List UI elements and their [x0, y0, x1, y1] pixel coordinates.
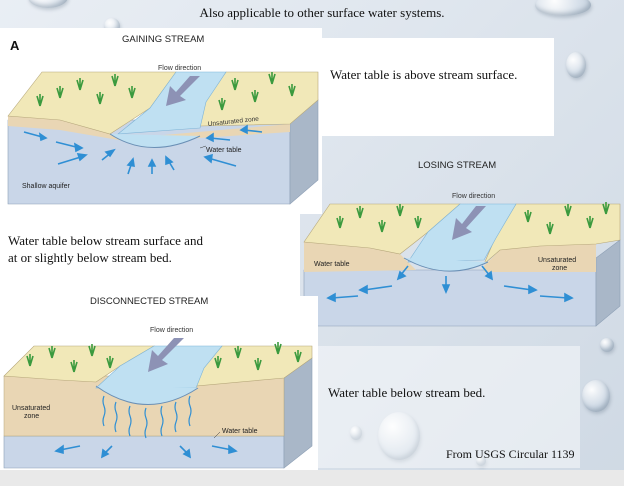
disconnected-stream-diagram: DISCONNECTED STREAM Flow direction — [0, 296, 318, 470]
losing-flow-label: Flow direction — [452, 193, 495, 200]
losing-stream-diagram: LOSING STREAM Flow direction Wat — [303, 160, 621, 327]
source-credit: From USGS Circular 1139 — [446, 446, 616, 463]
losing-unsat-label-line-1: Unsaturated — [538, 257, 576, 264]
losing-saturated-front — [303, 269, 597, 327]
water-drop-decoration — [378, 412, 420, 460]
disconnected-saturated-front — [3, 435, 285, 469]
losing-unsat-label-line-2: zone — [552, 265, 567, 272]
gaining-caption: Water table is above stream surface. — [330, 66, 560, 83]
disconnected-stream-bed — [95, 385, 199, 405]
gaining-aquifer-label: Shallow aquifer — [22, 183, 71, 190]
bottom-bar — [0, 470, 624, 486]
losing-title: LOSING STREAM — [418, 160, 496, 171]
gaining-grass — [36, 72, 296, 111]
gaining-wt-leader — [199, 145, 207, 149]
gaining-unsat-zone — [8, 116, 290, 142]
gaining-stream-diagram: A GAINING STREAM Flow direction — [0, 28, 322, 214]
gaining-panel-letter: A — [10, 38, 20, 53]
losing-flow-arrow — [452, 206, 486, 240]
slide-heading: Also applicable to other surface water s… — [172, 4, 472, 21]
disconnected-caption: Water table below stream bed. — [328, 384, 568, 401]
losing-unsat-zone-right — [484, 244, 596, 272]
gaining-title: GAINING STREAM — [122, 34, 204, 45]
disconnected-title: DISCONNECTED STREAM — [90, 296, 208, 307]
water-drop-decoration — [350, 426, 362, 440]
losing-caption-panel — [0, 214, 300, 296]
losing-grass — [336, 202, 610, 235]
losing-groundwater-arrows — [326, 265, 574, 303]
disconnected-flow-label: Flow direction — [150, 327, 193, 334]
losing-stream-bed — [403, 257, 489, 272]
losing-block-side — [595, 239, 621, 327]
gaining-wt-label: Water table — [206, 147, 242, 154]
gaining-caption-panel — [322, 38, 554, 136]
gaining-flow-arrow — [166, 76, 200, 106]
disconnected-caption-text: Water table below stream bed. — [328, 385, 486, 400]
slide: Also applicable to other surface water s… — [0, 0, 621, 470]
disconnected-caption-panel — [318, 346, 580, 468]
gaining-stream-bed — [109, 133, 201, 148]
losing-caption-line-1: Water table below stream surface and — [8, 233, 203, 248]
disconnected-grass — [26, 342, 302, 373]
disconnected-flow-arrow — [148, 338, 184, 372]
losing-caption-line-2: at or slightly below stream bed. — [8, 250, 172, 265]
losing-wt-label: Water table — [314, 261, 350, 268]
disconnected-groundwater-arrows — [54, 444, 238, 459]
water-drop-decoration — [582, 380, 610, 412]
disconnected-unsat-label-line-2: zone — [24, 413, 39, 420]
water-drop-decoration — [566, 52, 586, 78]
water-drop-decoration — [600, 338, 614, 352]
water-drop-decoration — [28, 0, 68, 8]
losing-caption: Water table below stream surface and at … — [8, 232, 298, 266]
water-drop-decoration — [535, 0, 591, 16]
source-credit-text: From USGS Circular 1139 — [446, 447, 575, 461]
gaining-groundwater-arrows — [23, 124, 263, 175]
disconnected-seepage-lines — [102, 395, 192, 439]
losing-unsat-zone — [304, 242, 416, 272]
disconnected-wt-leader — [213, 431, 221, 439]
disconnected-wt-label: Water table — [222, 428, 258, 435]
heading-text: Also applicable to other surface water s… — [199, 5, 445, 20]
gaining-caption-text: Water table is above stream surface. — [330, 67, 518, 82]
water-drop-decoration — [476, 456, 486, 466]
disconnected-unsat-label-line-1: Unsaturated — [12, 405, 50, 412]
gaining-flow-label: Flow direction — [158, 65, 201, 72]
